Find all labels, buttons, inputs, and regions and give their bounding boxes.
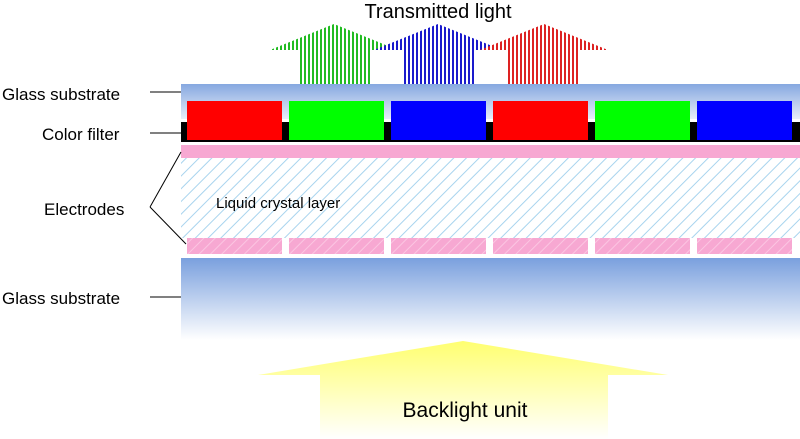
color-filter-red: [493, 101, 588, 140]
diagram-title: Transmitted light: [364, 1, 512, 23]
bottom-glass-label: Glass substrate: [2, 289, 120, 308]
color-filter-green: [595, 101, 690, 140]
blue-light-arrow-icon: [374, 24, 502, 85]
electrodes-leader-bottom: [149, 206, 187, 245]
backlight-arrow-icon: [258, 341, 668, 439]
color-filter-red: [187, 101, 282, 140]
color-filter-label: Color filter: [42, 125, 120, 144]
liquid-crystal-label: Liquid crystal layer: [216, 195, 340, 212]
red-light-arrow-icon: [480, 24, 608, 85]
top-glass-substrate: [181, 84, 800, 119]
liquid-crystal-layer: [181, 158, 800, 238]
transmitted-light-arrows: [270, 24, 608, 85]
bottom-electrode-segment: [391, 238, 486, 254]
electrodes-leader-top: [149, 151, 182, 208]
electrodes-label: Electrodes: [44, 200, 124, 219]
top-glass-label: Glass substrate: [2, 85, 120, 104]
bottom-electrode-segment: [187, 238, 282, 254]
backlight-label: Backlight unit: [403, 399, 528, 422]
bottom-glass-substrate: [181, 258, 800, 340]
top-electrode: [181, 145, 800, 158]
color-filter-blue: [391, 101, 486, 140]
bottom-electrode-segment: [493, 238, 588, 254]
color-filter-blue: [697, 101, 792, 140]
green-light-arrow-icon: [270, 24, 398, 85]
color-filter-green: [289, 101, 384, 140]
bottom-electrode-segment: [697, 238, 792, 254]
color-filter-array: [187, 101, 792, 140]
bottom-electrode-segment: [289, 238, 384, 254]
bottom-electrode-segment: [595, 238, 690, 254]
bottom-electrodes: [187, 238, 792, 254]
